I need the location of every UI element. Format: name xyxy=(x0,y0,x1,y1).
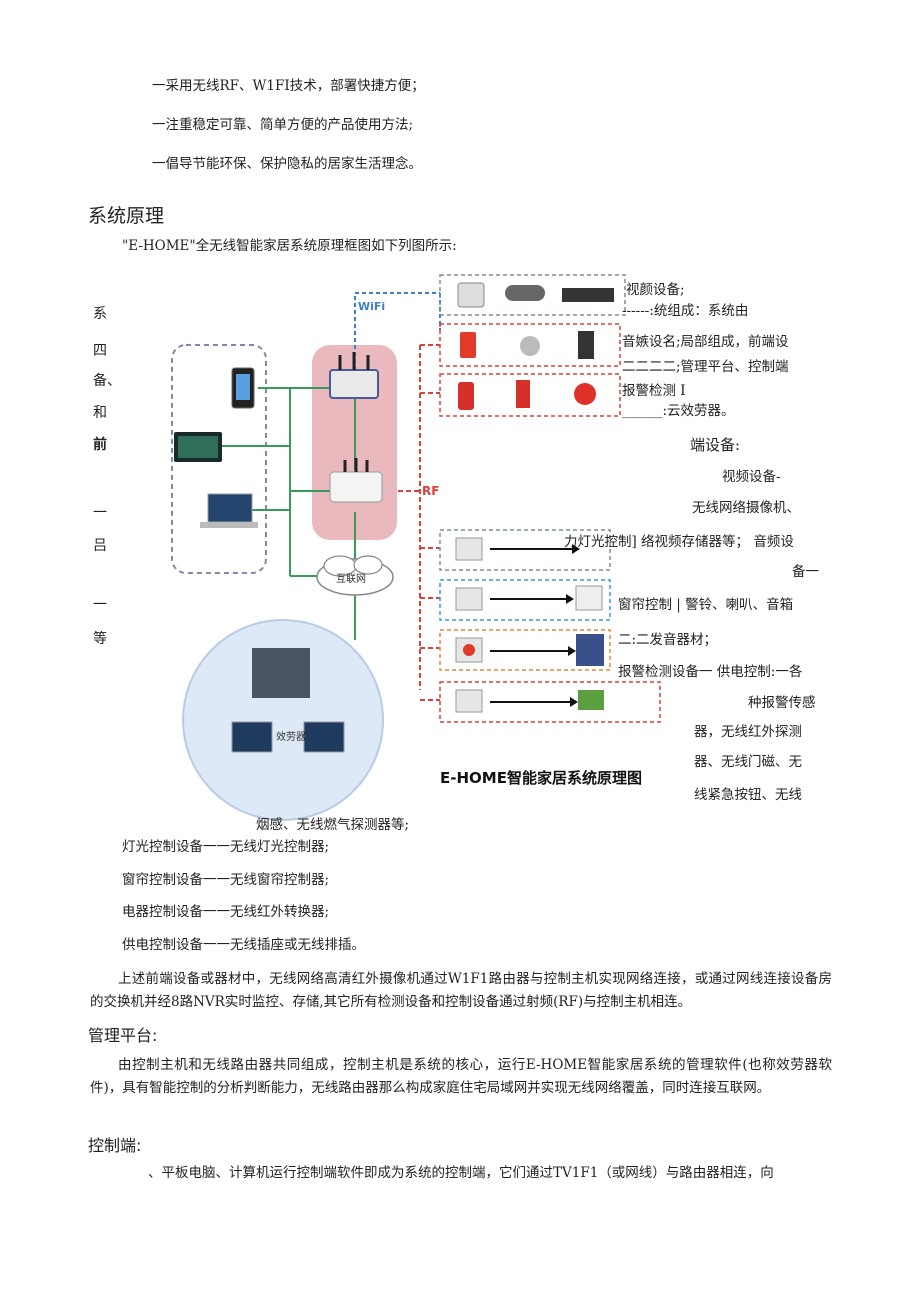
diagram-caption: E-HOME智能家居系统原理图 xyxy=(440,769,642,787)
paragraph-management: 由控制主机和无线路由器共同组成，控制主机是系统的核心，运行E-HOME智能家居系… xyxy=(90,1057,832,1096)
device-line: 电器控制设备一一无线红外转换器; xyxy=(122,904,330,920)
heading-control: 控制端: xyxy=(88,1136,142,1155)
bullet-1: 一采用无线RF、W1FI技术，部署快捷方便； xyxy=(152,78,425,94)
text-fragment: 二二二二;管理平台、控制端 xyxy=(622,359,789,375)
text-fragment: ------:统组成：系统由 xyxy=(622,303,749,319)
text-fragment: 二:二发音器材； xyxy=(618,632,718,648)
heading-management: 管理平台: xyxy=(88,1026,158,1045)
bullet-2: 一注重稳定可靠、简单方便的产品使用方法; xyxy=(152,117,414,133)
left-char: 等 xyxy=(93,631,107,647)
left-char: 一 xyxy=(93,597,107,613)
text-fragment: 窗帘控制 | 警铃、喇叭、音箱 xyxy=(618,597,794,613)
text-fragment: 种报警传感 xyxy=(748,695,816,711)
bullet-3: 一倡导节能环保、保护隐私的居家生活理念。 xyxy=(152,156,422,172)
paragraph-control: 、平板电脑、计算机运行控制端软件即成为系统的控制端，它们通过TV1F1（或网线）… xyxy=(148,1165,774,1181)
left-char: 一 xyxy=(93,505,107,521)
intro-text: "E-HOME"全无线智能家居系统原理框图如下列图所示: xyxy=(122,238,457,254)
text-fragment: 端设备: xyxy=(690,436,741,454)
left-char: 备、 xyxy=(93,373,121,389)
device-line: 窗帘控制设备一一无线窗帘控制器; xyxy=(122,872,330,888)
internet-label: 互联网 xyxy=(336,574,366,585)
left-char: 和 xyxy=(93,405,107,421)
text-fragment: 视频设备- xyxy=(722,469,781,485)
text-fragment: 视颜设备; xyxy=(626,282,685,298)
text-fragment: 报警检测 I xyxy=(622,383,686,399)
text-fragment: 器，无线红外探测 xyxy=(694,724,802,740)
text-fragment: 线紧急按钮、无线 xyxy=(694,787,802,803)
left-char: 吕 xyxy=(93,538,107,554)
wifi-label: WiFi xyxy=(358,300,386,313)
server-label: 效劳器 xyxy=(276,732,306,743)
text-fragment: 烟感、无线燃气探测器等; xyxy=(256,817,410,833)
text-fragment: 报警检测设备一 供电控制:一各 xyxy=(618,664,803,680)
text-fragment: 备一 xyxy=(792,564,819,580)
text-fragment: ______:云效劳器。 xyxy=(622,403,735,419)
left-char: 四 xyxy=(93,343,107,359)
text-fragment: 器、无线门磁、无 xyxy=(694,754,802,770)
rf-label: RF xyxy=(422,484,440,498)
device-line: 供电控制设备一一无线插座或无线排插。 xyxy=(122,937,365,953)
left-char: 系 xyxy=(93,306,107,322)
section-title: 系统原理 xyxy=(88,205,165,227)
left-char: 前 xyxy=(93,437,107,453)
device-line: 灯光控制设备一一无线灯光控制器; xyxy=(122,839,330,855)
paragraph-frontend: 上述前端设备或器材中，无线网络高清红外摄像机通过W1F1路由器与控制主机实现网络… xyxy=(90,971,832,1010)
text-fragment: 无线网络摄像机、 xyxy=(692,500,800,516)
text-fragment: 力灯光控制] 络视频存储器等； 音频设 xyxy=(564,534,794,550)
text-fragment: 音嫉设名;局部组成，前端设 xyxy=(622,334,789,350)
